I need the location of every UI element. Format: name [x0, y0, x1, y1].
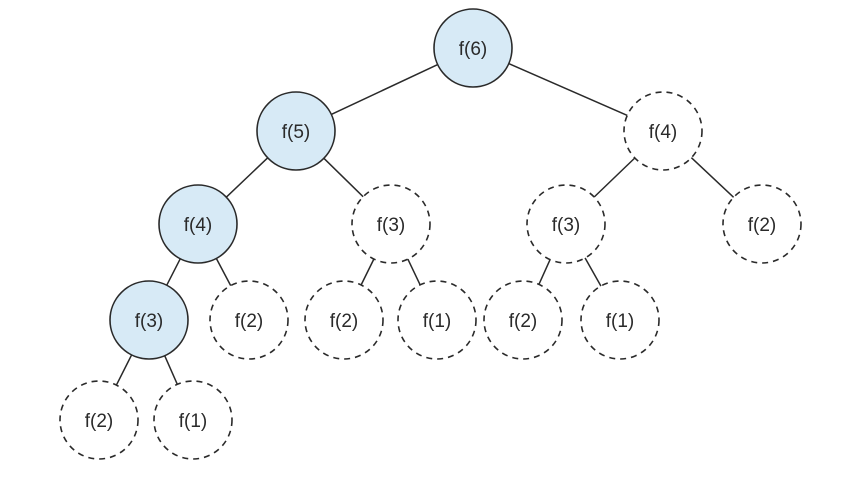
dashed-node-circle: [304, 280, 384, 360]
tree-node-n3a: f(3): [109, 280, 189, 360]
node-label: f(2): [509, 311, 538, 332]
tree-node-n6: f(6): [433, 8, 513, 88]
node-label: f(2): [330, 311, 359, 332]
edge-n5-n3b: [323, 157, 364, 198]
tree-node-n2c: f(2): [304, 280, 384, 360]
edge-n3c-n2e: [538, 258, 551, 286]
node-label: f(3): [552, 215, 581, 236]
node-label: f(4): [184, 215, 213, 236]
node-label: f(1): [179, 411, 208, 432]
node-label: f(2): [235, 311, 264, 332]
edge-n4b-n3c: [593, 157, 636, 198]
tree-node-n3c: f(3): [526, 184, 606, 264]
edge-n3b-n1b: [407, 258, 421, 286]
tree-node-n2d: f(2): [722, 184, 802, 264]
edge-n3a-n1a: [163, 354, 179, 386]
tree-node-n3b: f(3): [351, 184, 431, 264]
node-label: f(1): [606, 311, 635, 332]
dashed-node-circle: [153, 380, 233, 460]
node-label: f(2): [85, 411, 114, 432]
edge-n4b-n2d: [690, 156, 735, 199]
edge-n5-n4a: [225, 157, 269, 198]
edge-n6-n4b: [507, 62, 629, 117]
computed-node-circle: [158, 184, 238, 264]
dashed-node-circle: [59, 380, 139, 460]
tree-node-n1c: f(1): [580, 280, 660, 360]
computed-node-circle: [109, 280, 189, 360]
edge-n3c-n1c: [584, 257, 602, 287]
tree-node-n2e: f(2): [483, 280, 563, 360]
dashed-node-circle: [526, 184, 606, 264]
edge-n3b-n2c: [360, 258, 375, 286]
dashed-node-circle: [209, 280, 289, 360]
node-label: f(3): [135, 311, 164, 332]
node-label: f(6): [459, 39, 488, 60]
tree-node-n2b: f(2): [209, 280, 289, 360]
dashed-node-circle: [351, 184, 431, 264]
computed-node-circle: [433, 8, 513, 88]
edges-layer: [115, 62, 735, 386]
node-label: f(3): [377, 215, 406, 236]
tree-node-n2a: f(2): [59, 380, 139, 460]
edge-n4a-n2b: [215, 257, 232, 287]
tree-node-n4b: f(4): [623, 91, 703, 171]
tree-node-n1a: f(1): [153, 380, 233, 460]
tree-node-n5: f(5): [256, 91, 336, 171]
node-label: f(1): [423, 311, 452, 332]
tree-node-n1b: f(1): [397, 280, 477, 360]
dashed-node-circle: [722, 184, 802, 264]
nodes-layer: f(6) f(5) f(4) f(4) f(3) f(3) f(2) f(3) f(2) f(2)…: [59, 8, 802, 460]
dashed-node-circle: [483, 280, 563, 360]
computed-node-circle: [256, 91, 336, 171]
node-label: f(4): [649, 122, 678, 143]
node-label: f(2): [748, 215, 777, 236]
tree-node-n4a: f(4): [158, 184, 238, 264]
edge-n6-n5: [330, 63, 439, 116]
dashed-node-circle: [580, 280, 660, 360]
edge-n3a-n2a: [115, 354, 133, 386]
dashed-node-circle: [623, 91, 703, 171]
edge-n4a-n3a: [165, 257, 182, 287]
node-label: f(5): [282, 122, 311, 143]
dashed-node-circle: [397, 280, 477, 360]
